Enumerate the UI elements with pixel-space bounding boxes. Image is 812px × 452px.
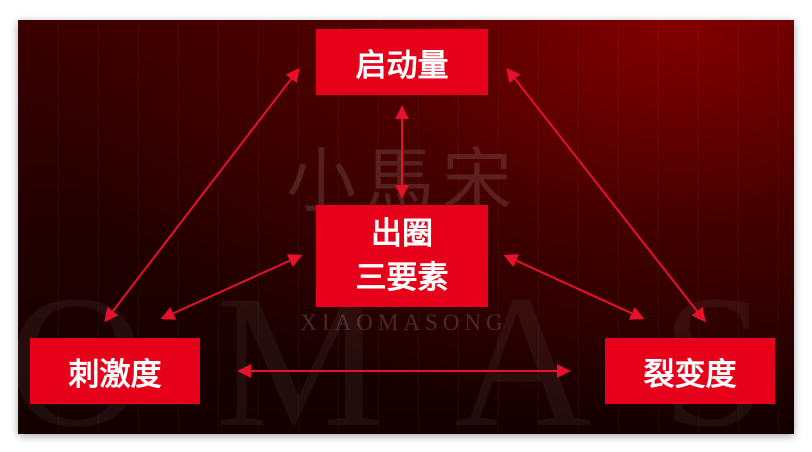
node-startup-volume-label: 启动量 xyxy=(355,47,449,84)
node-fission-degree-label: 裂变度 xyxy=(643,356,737,393)
node-stimulation-degree-label: 刺激度 xyxy=(68,356,162,393)
connection-arrows xyxy=(104,67,706,378)
arrow-top-right xyxy=(506,67,706,323)
node-fission-degree: 裂变度 xyxy=(605,338,775,404)
diagram-slide: OMAS 小馬宋 XIAOMASONG 启动量 出圈 三要素 刺激度 裂变度 xyxy=(18,20,794,434)
node-stimulation-degree: 刺激度 xyxy=(30,338,200,404)
node-three-elements: 出圈 三要素 xyxy=(316,205,488,307)
watermark-english: XIAOMASONG xyxy=(300,310,508,335)
node-three-elements-line2: 三要素 xyxy=(355,260,449,296)
arrow-center-right xyxy=(503,254,645,320)
node-three-elements-line1: 出圈 xyxy=(371,216,433,252)
arrow-center-left xyxy=(160,254,303,320)
arrow-top-left xyxy=(104,67,300,323)
node-startup-volume: 启动量 xyxy=(316,29,488,95)
